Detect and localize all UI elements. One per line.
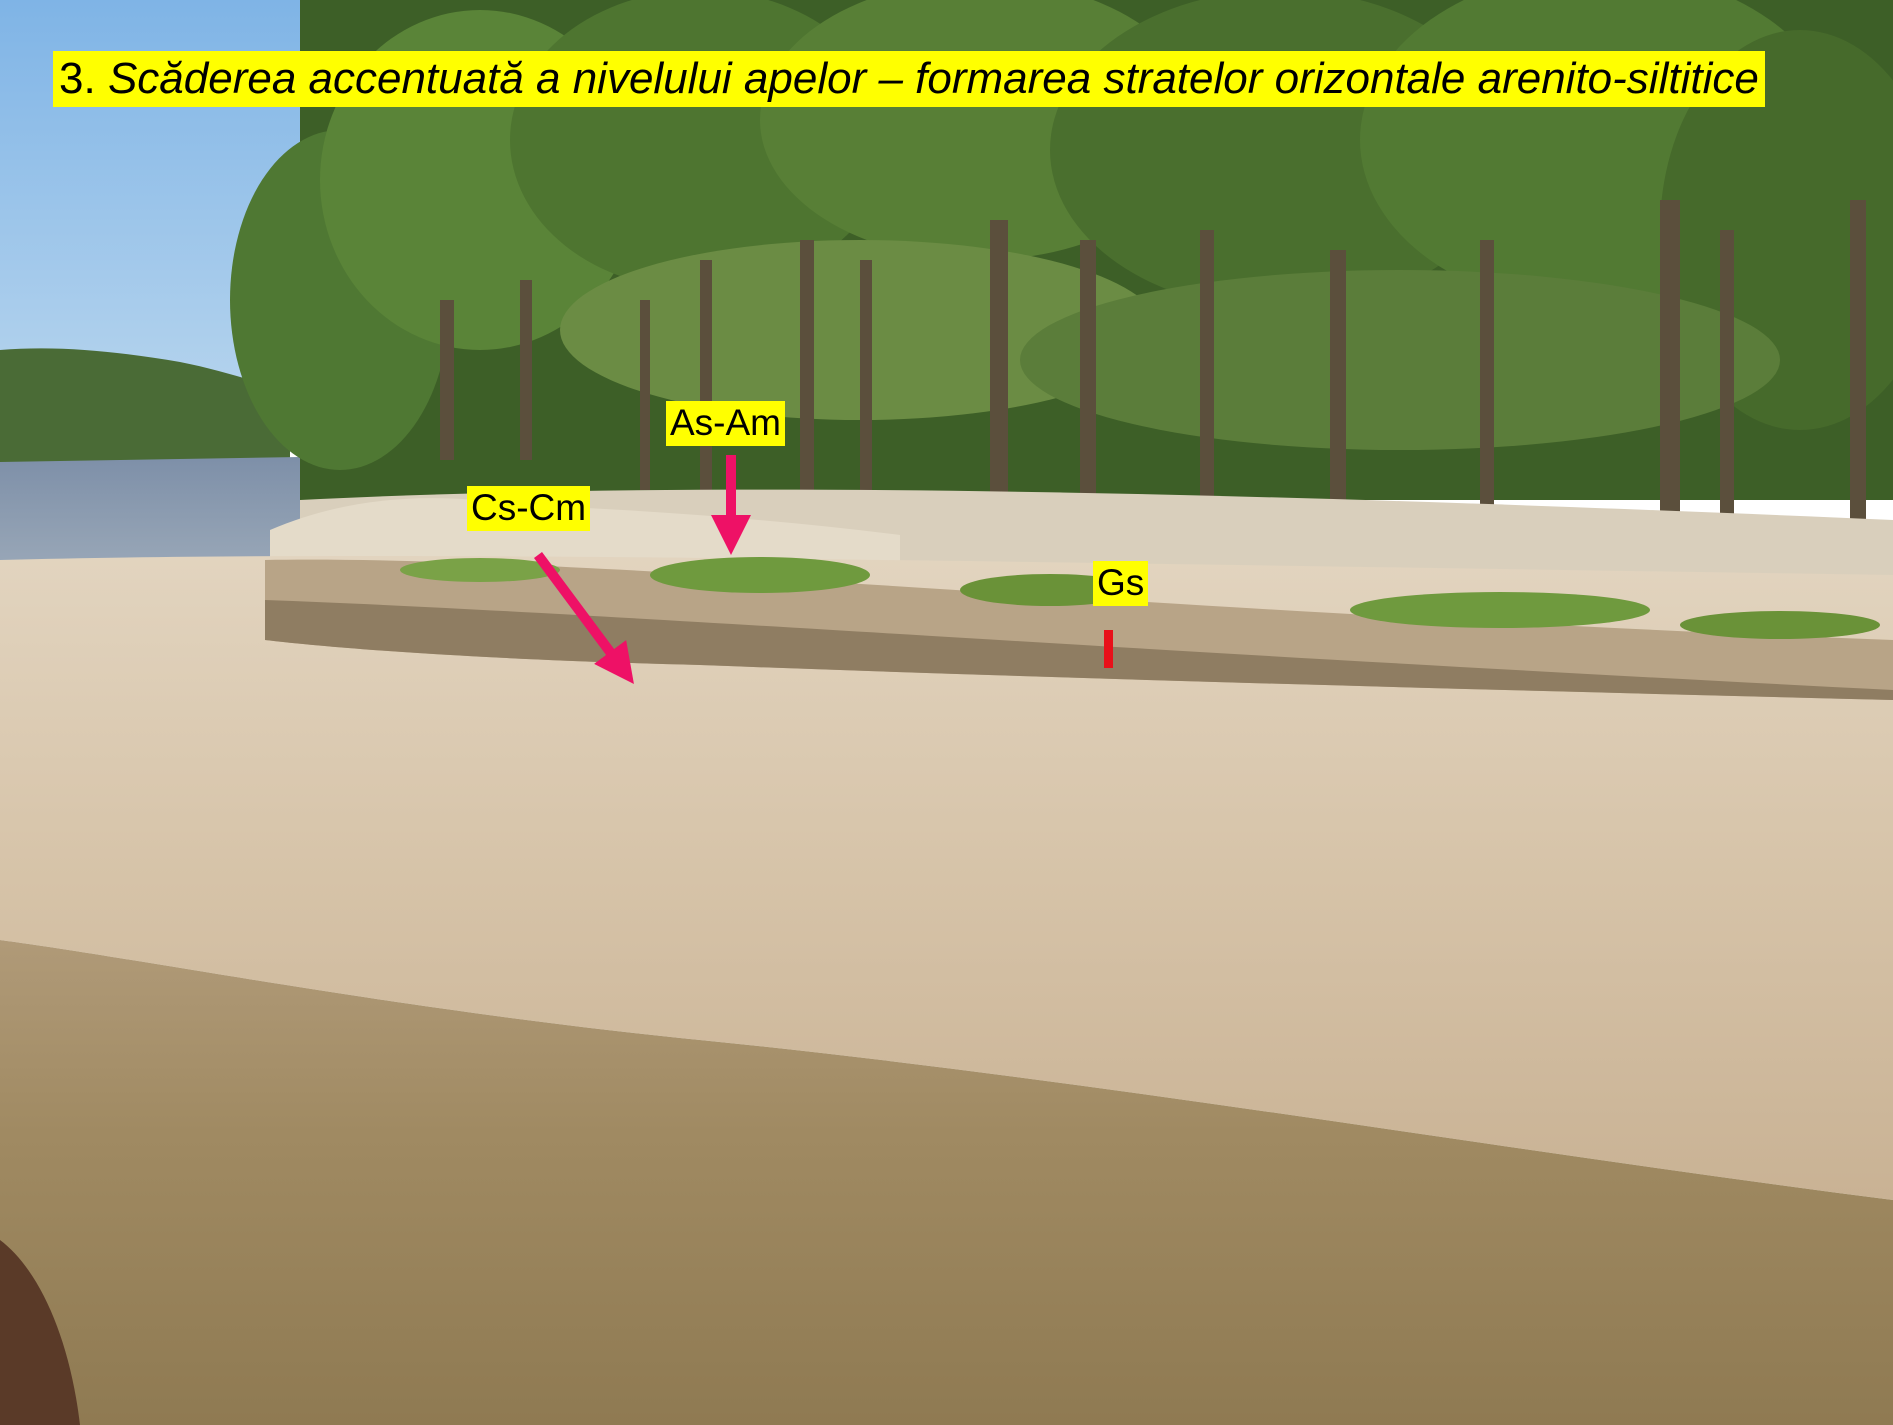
label-cs-cm: Cs-Cm	[467, 486, 591, 531]
foreground-object	[0, 1240, 80, 1425]
beach	[0, 555, 1893, 1200]
title-text: Scăderea accentuată a nivelului apelor –…	[107, 54, 1759, 103]
label-as-am: As-Am	[666, 401, 785, 446]
distant-hills	[0, 348, 290, 470]
foreground-water	[0, 940, 1893, 1425]
arrow-cs-cm	[533, 552, 634, 685]
slide-title: 3. Scăderea accentuată a nivelului apelo…	[53, 51, 1765, 108]
tree-trunks	[440, 200, 1866, 540]
title-number: 3.	[59, 54, 96, 103]
label-gs: Gs	[1093, 561, 1149, 606]
marker-gs	[1104, 630, 1113, 668]
